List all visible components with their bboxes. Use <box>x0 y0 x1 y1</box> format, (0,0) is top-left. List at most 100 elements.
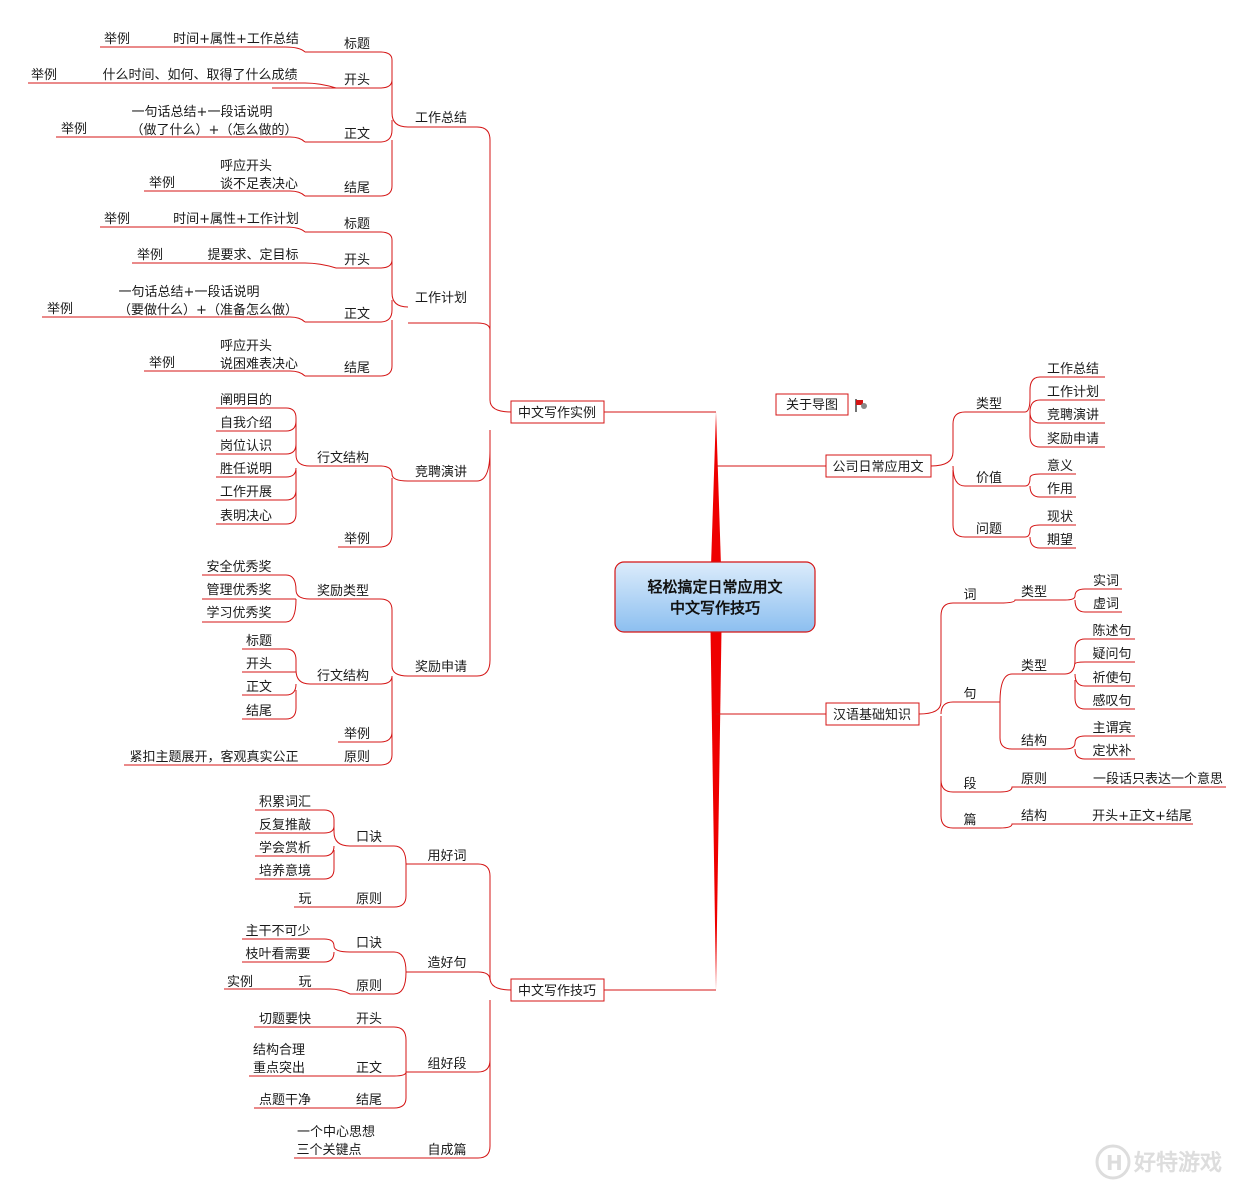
node-ending[interactable]: 结尾 <box>356 1093 382 1108</box>
node-title[interactable]: 标题 <box>344 217 370 232</box>
type-competition-speech: 竞聘演讲 <box>1047 407 1099 423</box>
node-award-application[interactable]: 奖励申请 <box>415 660 467 675</box>
formula-leaves: 枝叶看需要 <box>245 946 310 962</box>
node-type[interactable]: 类型 <box>976 397 1002 412</box>
principle-play: 玩 <box>298 975 311 990</box>
struct-body: 正文 <box>246 680 272 695</box>
node-structure[interactable]: 结构 <box>1021 809 1047 824</box>
label-example: 举例 <box>344 727 370 742</box>
node-structure[interactable]: 结构 <box>1021 734 1047 749</box>
node-good-paragraphs[interactable]: 组好段 <box>427 1057 466 1072</box>
logo-h-icon <box>1095 1144 1131 1180</box>
node-opening[interactable]: 开头 <box>344 253 370 268</box>
structure-svo: 主谓宾 <box>1092 720 1131 736</box>
node-opening[interactable]: 开头 <box>344 73 370 88</box>
node-good-words[interactable]: 用好词 <box>427 849 466 864</box>
summary-body-example-2: （做了什么）+（怎么做的） <box>131 122 298 138</box>
node-principle[interactable]: 原则 <box>344 750 370 765</box>
article-three-points: 三个关键点 <box>296 1143 361 1158</box>
node-body[interactable]: 正文 <box>356 1061 382 1076</box>
formula-mood: 培养意境 <box>259 863 311 879</box>
node-issue[interactable]: 问题 <box>976 522 1002 537</box>
value-function: 作用 <box>1047 482 1073 497</box>
node-company-docs[interactable]: 公司日常应用文 <box>832 459 923 475</box>
node-value[interactable]: 价值 <box>976 470 1002 486</box>
node-chinese-basics[interactable]: 汉语基础知识 <box>833 707 911 723</box>
node-competition-speech[interactable]: 竞聘演讲 <box>415 464 467 480</box>
branch-writing-skills: 中文写作技巧 用好词 口诀 积累词汇 反复推敲 学会赏析 培养意境 原则 玩 造… <box>224 795 716 1159</box>
plan-body-example-2: （要做什么）+（准备怎么做） <box>118 302 298 318</box>
structure-modifiers: 定状补 <box>1092 744 1131 759</box>
node-ending[interactable]: 结尾 <box>344 181 370 196</box>
label-example: 举例 <box>31 68 57 83</box>
award-safety: 安全优秀奖 <box>206 559 271 575</box>
node-complete-article[interactable]: 自成篇 <box>427 1143 466 1158</box>
award-learning: 学习优秀奖 <box>206 605 271 621</box>
watermark: H 好特游戏 <box>1095 1144 1222 1180</box>
root-node[interactable]: 轻松搞定日常应用文 中文写作技巧 <box>614 561 816 633</box>
flag-icon[interactable] <box>855 399 867 412</box>
item-work-plan: 工作开展 <box>220 485 272 500</box>
label-example: 举例 <box>104 212 130 227</box>
struct-title: 标题 <box>246 634 272 649</box>
plan-opening-example: 提要求、定目标 <box>207 247 298 263</box>
node-opening[interactable]: 开头 <box>356 1012 382 1027</box>
about-node[interactable]: 关于导图 <box>775 393 849 416</box>
node-formula[interactable]: 口诀 <box>356 936 382 951</box>
label-example: 举例 <box>137 248 163 263</box>
branch-writing-examples: 中文写作实例 工作总结 标题 时间+属性+工作总结 举例 开头 什么时间、如何、… <box>28 32 716 766</box>
sentence-interrogative: 疑问句 <box>1092 646 1131 662</box>
value-meaning: 意义 <box>1047 458 1073 474</box>
node-writing-skills[interactable]: 中文写作技巧 <box>518 984 596 999</box>
node-good-sentences[interactable]: 造好句 <box>427 956 466 971</box>
sentence-imperative: 祈使句 <box>1092 670 1131 686</box>
node-principle[interactable]: 原则 <box>1021 772 1047 787</box>
node-type[interactable]: 类型 <box>1021 659 1047 674</box>
node-principle[interactable]: 原则 <box>356 979 382 994</box>
type-work-summary: 工作总结 <box>1047 362 1099 377</box>
word-function: 虚词 <box>1093 597 1119 612</box>
node-word[interactable]: 词 <box>963 588 976 603</box>
struct-opening: 开头 <box>246 657 272 672</box>
word-content: 实词 <box>1093 574 1119 589</box>
node-paragraph[interactable]: 段 <box>963 777 976 792</box>
node-type[interactable]: 类型 <box>1021 585 1047 600</box>
label-example: 举例 <box>149 176 175 191</box>
formula-trunk: 主干不可少 <box>245 924 310 939</box>
node-text-structure[interactable]: 行文结构 <box>317 669 369 684</box>
type-award-application: 奖励申请 <box>1047 432 1099 447</box>
node-formula[interactable]: 口诀 <box>356 830 382 845</box>
issue-status: 现状 <box>1047 510 1073 525</box>
summary-opening-example: 什么时间、如何、取得了什么成绩 <box>102 67 297 83</box>
node-title[interactable]: 标题 <box>344 37 370 52</box>
node-body[interactable]: 正文 <box>344 127 370 142</box>
branch-company-docs: 公司日常应用文 类型 工作总结 工作计划 竞聘演讲 奖励申请 价值 意义 作用 … <box>716 362 1105 549</box>
node-body[interactable]: 正文 <box>344 307 370 322</box>
logo-h-letter: H <box>1106 1151 1123 1175</box>
node-article[interactable]: 篇 <box>963 813 976 828</box>
watermark-text: 好特游戏 <box>1133 1150 1222 1176</box>
body-structure: 结构合理 <box>253 1043 305 1058</box>
paragraph-one-idea: 一段话只表达一个意思 <box>1093 771 1223 787</box>
opening-on-topic: 切题要快 <box>259 1012 311 1027</box>
branch-chinese-basics: 汉语基础知识 词 类型 实词 虚词 句 类型 陈述句 疑问句 祈使句 感叹句 结… <box>716 574 1226 829</box>
item-determination: 表明决心 <box>220 509 272 524</box>
node-writing-examples[interactable]: 中文写作实例 <box>518 406 596 421</box>
item-clarify-purpose: 阐明目的 <box>220 392 272 408</box>
node-principle[interactable]: 原则 <box>356 892 382 907</box>
node-text-structure[interactable]: 行文结构 <box>317 451 369 466</box>
summary-title-example: 时间+属性+工作总结 <box>173 32 299 47</box>
node-ending[interactable]: 结尾 <box>344 361 370 376</box>
sentence-declarative: 陈述句 <box>1092 623 1131 639</box>
item-post-understanding: 岗位认识 <box>220 439 272 454</box>
summary-ending-example-1: 呼应开头 <box>220 158 272 174</box>
node-work-plan[interactable]: 工作计划 <box>415 291 467 306</box>
node-work-summary[interactable]: 工作总结 <box>415 111 467 126</box>
about-label: 关于导图 <box>786 398 838 413</box>
label-example: 举例 <box>61 122 87 137</box>
item-competence: 胜任说明 <box>220 462 272 477</box>
label-example: 举例 <box>104 32 130 47</box>
formula-appreciate: 学会赏析 <box>259 840 311 856</box>
node-sentence[interactable]: 句 <box>963 687 976 702</box>
node-award-type[interactable]: 奖励类型 <box>317 584 369 599</box>
